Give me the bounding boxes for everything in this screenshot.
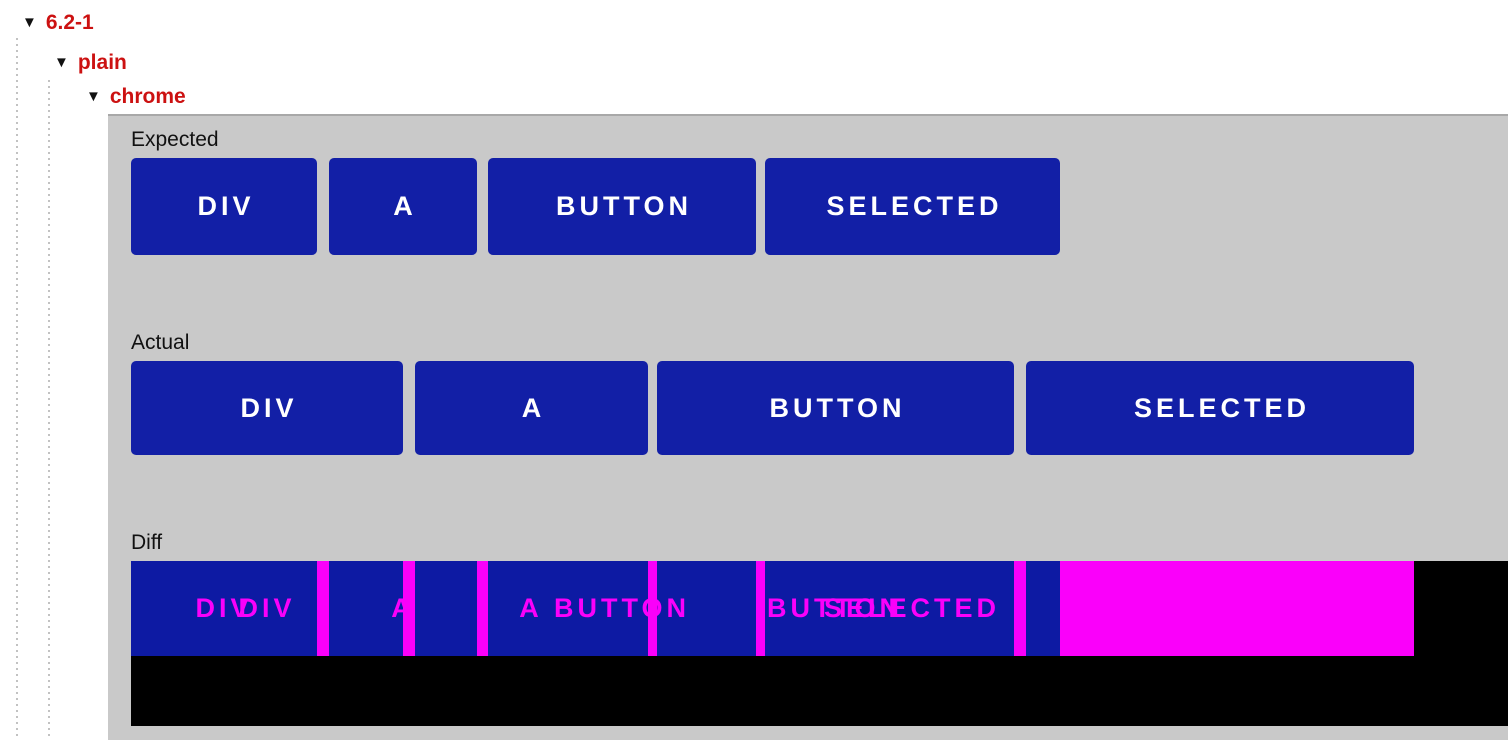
diff-overlap-text: A <box>519 593 543 623</box>
tree-guide-line <box>16 38 18 740</box>
tree-item-label[interactable]: plain <box>77 50 127 74</box>
actual-section-label: Actual <box>131 331 190 354</box>
expected-button-a: A <box>329 158 477 255</box>
diff-screenshot: DIV DIV A A BUTTON BUTTON SELECTED SELEC… <box>131 561 1508 726</box>
diff-overlap-text: DIV <box>238 593 296 623</box>
actual-button-selected: SELECTED <box>1026 361 1414 455</box>
collapse-triangle-icon[interactable]: ▼ <box>86 87 101 105</box>
diff-overlap-text: A <box>391 593 415 623</box>
actual-button-button: BUTTON <box>657 361 1014 455</box>
diff-overlap-text: BUTTON <box>554 593 690 623</box>
tree-item-chrome[interactable]: ▼ chrome <box>86 83 186 109</box>
collapse-triangle-icon[interactable]: ▼ <box>22 13 37 31</box>
comparison-panel: Expected DIV A BUTTON SELECTED Actual DI… <box>108 114 1508 740</box>
diff-gap-stripe <box>648 561 657 656</box>
expected-button-button: BUTTON <box>488 158 756 255</box>
tree-guide-line <box>48 80 50 740</box>
tree-item-label[interactable]: 6.2-1 <box>45 10 94 34</box>
diff-gap-stripe <box>756 561 765 656</box>
tree-item-6-2-1[interactable]: ▼ 6.2-1 <box>22 9 94 35</box>
tree-item-label[interactable]: chrome <box>109 84 186 108</box>
actual-button-div: DIV <box>131 361 403 455</box>
diff-button-band: DIV DIV A A BUTTON BUTTON SELECTED SELEC… <box>131 561 1414 656</box>
diff-overlap-text: BUTTON <box>767 593 903 623</box>
diff-gap-stripe <box>1014 561 1026 656</box>
diff-gap-stripe <box>317 561 329 656</box>
diff-size-mismatch-block <box>1060 561 1414 656</box>
expected-button-selected: SELECTED <box>765 158 1060 255</box>
diff-gap-stripe <box>403 561 415 656</box>
tree-item-plain[interactable]: ▼ plain <box>54 49 127 75</box>
diff-overlap-text: DIV <box>195 593 253 623</box>
diff-overlap-text: SELECTED <box>823 593 1001 623</box>
expected-button-div: DIV <box>131 158 317 255</box>
actual-button-a: A <box>415 361 648 455</box>
diff-gap-stripe <box>477 561 488 656</box>
collapse-triangle-icon[interactable]: ▼ <box>54 53 69 71</box>
expected-section-label: Expected <box>131 128 219 151</box>
diff-overlap-text: SELECTED <box>1131 593 1309 623</box>
diff-section-label: Diff <box>131 531 163 554</box>
